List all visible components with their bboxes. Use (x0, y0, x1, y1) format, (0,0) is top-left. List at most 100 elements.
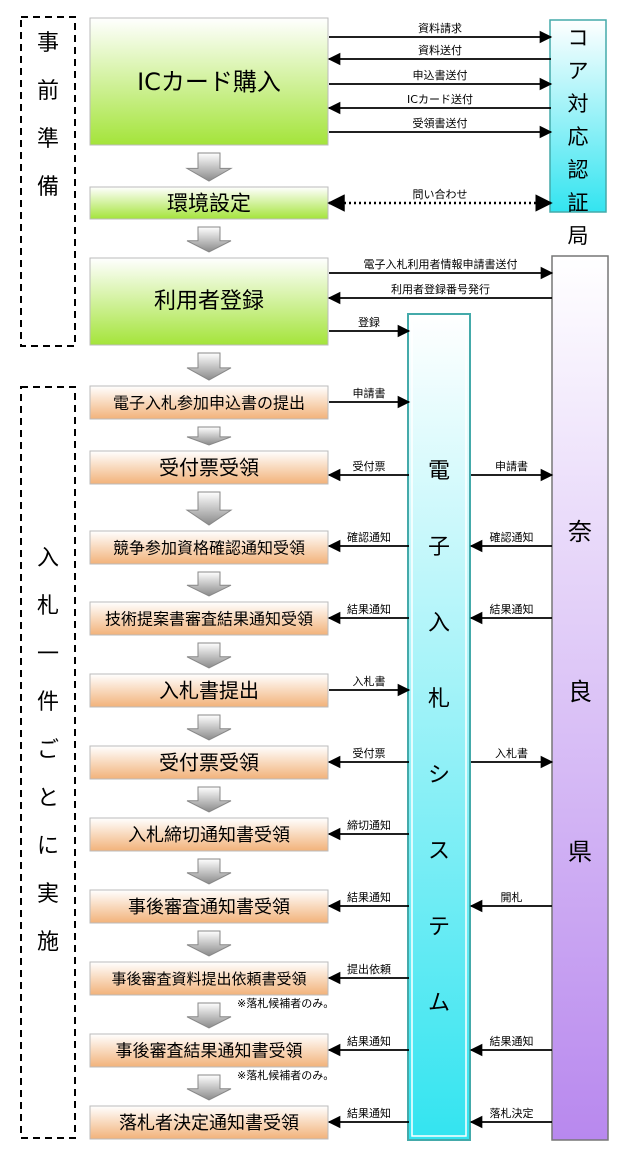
core-authority-label: コア対応認証局 (568, 26, 589, 248)
message-label: 提出依頼 (347, 962, 391, 976)
message-label: 申請書 (353, 386, 386, 400)
message-label: 落札決定 (490, 1106, 534, 1120)
step-label: 入札書提出 (159, 679, 259, 703)
down-arrow-icon (186, 571, 232, 597)
down-arrow-icon (186, 1002, 232, 1029)
down-arrow-icon (186, 714, 232, 741)
message-m17: 入札書 (329, 674, 411, 697)
step-label: 事後審査結果通知書受領 (116, 1042, 303, 1062)
message-m6: 問い合わせ (327, 187, 553, 212)
phase-prep-label: 事前準備 (37, 31, 59, 200)
down-arrow-icon (186, 352, 232, 381)
message-label: 申請書 (495, 459, 528, 473)
message-m7: 電子入札利用者情報申請書送付 (329, 257, 554, 280)
message-m1: 資料請求 (329, 21, 553, 44)
message-m15: 結果通知 (327, 602, 409, 625)
notes-layer: ※落札候補者のみ。※落札候補者のみ。 (237, 996, 334, 1082)
message-label: 登録 (358, 315, 380, 329)
message-label: 結果通知 (347, 1034, 391, 1048)
down-arrow-icon (186, 226, 232, 253)
step-label: 事後審査資料提出依頼書受領 (111, 970, 306, 988)
message-m23: 提出依頼 (327, 962, 409, 985)
down-arrow-icon (186, 642, 232, 669)
nara-column: 奈良県 (551, 255, 609, 1141)
message-label: 資料送付 (418, 43, 462, 57)
message-m13: 確認通知 (327, 530, 409, 553)
message-label: 受領書送付 (413, 116, 468, 130)
message-label: 開札 (501, 891, 523, 904)
message-label: 結果通知 (490, 1034, 534, 1048)
step-s5: 受付票受領 (89, 450, 329, 485)
message-label: 確認通知 (490, 530, 534, 544)
step-s7: 技術提案書審査結果通知受領 (89, 601, 329, 636)
down-arrows-layer (185, 152, 233, 1101)
message-label: 電子入札利用者情報申請書送付 (364, 257, 518, 271)
down-arrow-icon (185, 491, 233, 526)
message-label: ICカード送付 (407, 92, 473, 106)
message-m14: 確認通知 (469, 530, 552, 553)
message-m21: 結果通知 (327, 890, 409, 913)
message-label: 利用者登録番号発行 (391, 282, 490, 296)
message-label: 入札書 (495, 746, 528, 760)
step-label: 技術提案書審査結果通知受領 (105, 609, 313, 628)
step-s14: 落札者決定通知書受領 (89, 1105, 329, 1140)
message-label: 結果通知 (347, 602, 391, 616)
step-label: 受付票受領 (159, 751, 259, 775)
message-m19: 入札書 (471, 746, 554, 769)
message-label: 入札書 (353, 674, 386, 688)
step-label: 環境設定 (167, 192, 251, 216)
message-label: 結果通知 (347, 890, 391, 904)
message-m18: 受付票 (327, 747, 409, 769)
message-label: 確認通知 (347, 530, 391, 544)
message-label: 申込書送付 (413, 68, 468, 82)
message-m9: 登録 (329, 315, 411, 338)
step-label: 競争参加資格確認通知受領 (113, 538, 305, 557)
step-label: 入札締切通知書受領 (128, 825, 290, 846)
message-m26: 結果通知 (327, 1106, 409, 1129)
step-s10: 入札締切通知書受領 (89, 817, 329, 852)
message-m25: 結果通知 (469, 1034, 552, 1057)
message-m12: 申請書 (471, 459, 554, 482)
down-arrow-icon (186, 930, 232, 957)
step-note: ※落札候補者のみ。 (237, 996, 334, 1010)
down-arrow-icon (186, 1074, 232, 1101)
message-m3: 申込書送付 (329, 68, 553, 91)
message-m22: 開札 (469, 891, 552, 913)
message-m27: 落札決定 (469, 1106, 552, 1129)
message-m2: 資料送付 (327, 43, 551, 66)
message-label: 受付票 (353, 460, 386, 473)
step-s2: 環境設定 (89, 186, 329, 220)
message-label: 問い合わせ (413, 187, 468, 201)
step-s11: 事後審査通知書受領 (89, 889, 329, 924)
steps-layer: ICカード購入環境設定利用者登録電子入札参加申込書の提出受付票受領競争参加資格確… (89, 17, 329, 1140)
message-m11: 受付票 (327, 460, 409, 482)
phase-prep: 事前準備 (20, 16, 76, 347)
message-m10: 申請書 (329, 386, 411, 409)
down-arrow-icon (186, 786, 232, 813)
phase-per-bid-label: 入札一件ごとに実施 (37, 546, 59, 955)
phase-per-bid: 入札一件ごとに実施 (20, 386, 76, 1139)
step-label: 電子入札参加申込書の提出 (113, 393, 305, 412)
message-label: 結果通知 (347, 1106, 391, 1120)
step-s9: 受付票受領 (89, 745, 329, 780)
message-label: 締切通知 (347, 818, 391, 832)
step-s6: 競争参加資格確認通知受領 (89, 530, 329, 565)
step-s13: 事後審査結果通知書受領 (89, 1033, 329, 1068)
system-column: 電子入札システム (407, 313, 471, 1141)
core-authority-column: コア対応認証局 (549, 19, 607, 248)
step-label: ICカード購入 (137, 68, 281, 96)
message-label: 受付票 (353, 747, 386, 760)
step-label: 受付票受領 (159, 456, 259, 480)
message-m8: 利用者登録番号発行 (327, 282, 552, 305)
down-arrow-icon (185, 152, 233, 182)
message-label: 結果通知 (490, 602, 534, 616)
step-s8: 入札書提出 (89, 673, 329, 708)
message-m5: 受領書送付 (329, 116, 553, 139)
message-m24: 結果通知 (327, 1034, 409, 1057)
step-label: 利用者登録 (154, 289, 264, 314)
message-label: 資料請求 (418, 21, 462, 35)
step-label: 落札者決定通知書受領 (119, 1113, 299, 1134)
step-s3: 利用者登録 (89, 257, 329, 346)
step-s12: 事後審査資料提出依頼書受領 (89, 961, 329, 996)
